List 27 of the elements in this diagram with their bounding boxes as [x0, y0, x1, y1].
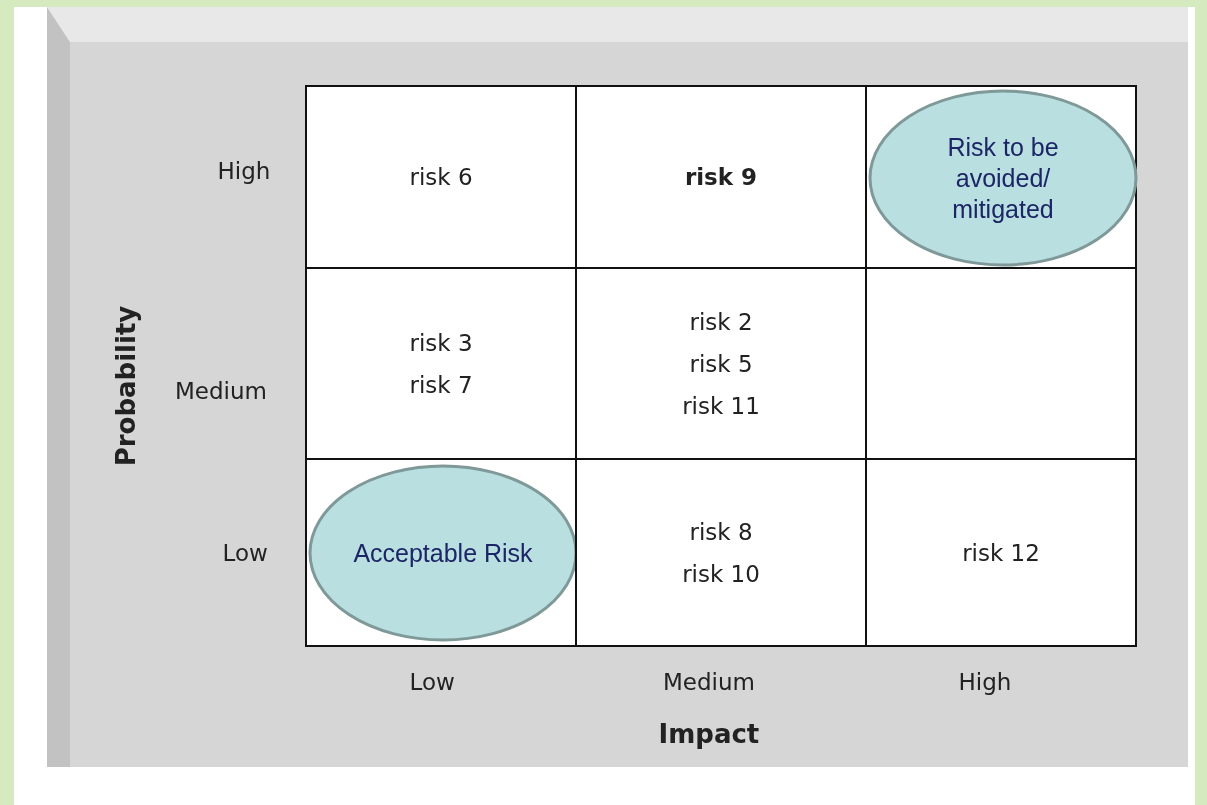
matrix-cell — [575, 85, 867, 269]
callout-text: Risk to be avoided/ mitigated — [946, 131, 1060, 225]
matrix-cell — [575, 458, 867, 647]
axis-tick-label: Medium — [175, 378, 267, 404]
risk-label: risk 8 — [689, 517, 753, 547]
axis-title: Probability — [110, 305, 141, 467]
risk-label: risk 2 — [689, 307, 753, 337]
risk-label: risk 5 — [689, 349, 753, 379]
axis-tick-label: Low — [222, 540, 268, 566]
matrix-cell — [575, 267, 867, 460]
risk-label: risk 3 — [409, 328, 473, 358]
callout-text: Acceptable Risk — [353, 537, 533, 569]
matrix-cell — [305, 267, 577, 460]
axis-tick-label: Low — [409, 669, 455, 695]
risk-label: risk 9 — [684, 163, 758, 192]
risk-label: risk 6 — [409, 163, 473, 192]
risk-label: risk 7 — [409, 370, 473, 400]
axis-tick-label: High — [217, 158, 271, 184]
matrix-cell — [305, 85, 577, 269]
risk-label: risk 11 — [682, 391, 760, 421]
axis-tick-label: High — [958, 669, 1012, 695]
matrix-cell — [865, 458, 1137, 647]
matrix-cell — [865, 267, 1137, 460]
axis-title: Impact — [658, 719, 760, 749]
axis-tick-label: Medium — [663, 669, 755, 695]
risk-label: risk 12 — [962, 538, 1040, 568]
risk-label: risk 10 — [682, 559, 760, 589]
